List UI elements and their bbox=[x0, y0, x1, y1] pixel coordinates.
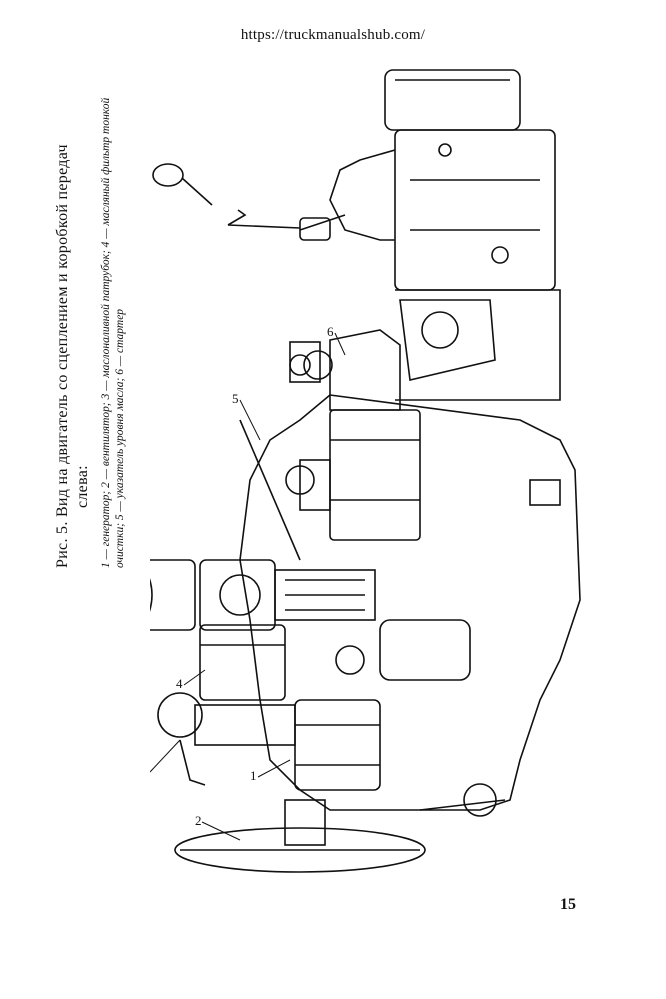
page-number: 15 bbox=[560, 896, 576, 913]
callout-6: 6 bbox=[327, 324, 334, 339]
figure-caption: Рис. 5. Вид на двигатель со сцеплением и… bbox=[53, 78, 143, 568]
callout-2: 2 bbox=[195, 813, 202, 828]
callout-5: 5 bbox=[232, 391, 239, 406]
callout-1: 1 bbox=[250, 768, 257, 783]
figure-title-line1: Рис. 5. Вид на двигатель со сцеплением и… bbox=[54, 144, 71, 568]
figure-title: Рис. 5. Вид на двигатель со сцеплением и… bbox=[53, 78, 93, 568]
figure-legend: 1 — генератор; 2 — вентилятор; 3 — масло… bbox=[100, 97, 126, 568]
callout-4: 4 bbox=[176, 676, 183, 691]
figure-title-line2: слева: bbox=[74, 465, 91, 508]
engine-drawing: 1 2 3 4 5 6 bbox=[150, 69, 581, 873]
watermark-url: https://truckmanualshub.com/ bbox=[240, 27, 426, 43]
